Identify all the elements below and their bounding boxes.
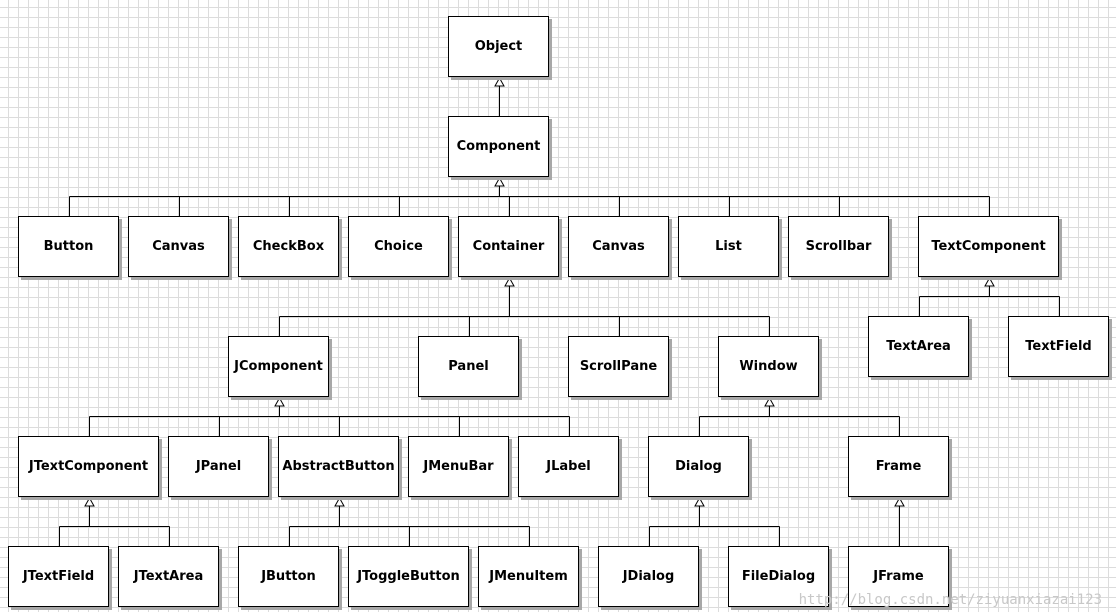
node-jlabel: JLabel [518,436,619,497]
node-label: TextField [1025,339,1092,354]
node-label: JMenuItem [489,569,568,584]
node-abstractbutton: AbstractButton [278,436,399,497]
node-frame: Frame [848,436,949,497]
node-list: List [678,216,779,277]
node-jtextfield: JTextField [8,546,109,607]
node-textarea: TextArea [868,316,969,377]
node-label: Object [474,39,523,54]
node-label: JTextArea [133,569,204,584]
node-textfield: TextField [1008,316,1109,377]
node-label: Window [739,359,798,374]
node-filedialog: FileDialog [728,546,829,607]
node-label: List [715,239,742,254]
node-label: JTextComponent [28,459,149,474]
node-label: Canvas [592,239,645,254]
node-jtextcomponent: JTextComponent [18,436,159,497]
node-label: JLabel [546,459,591,474]
node-label: TextArea [886,339,951,354]
node-label: JButton [261,569,316,584]
node-label: Panel [448,359,489,374]
node-dialog: Dialog [648,436,749,497]
node-label: JComponent [234,359,323,374]
node-label: JDialog [622,569,675,584]
node-label: Choice [374,239,423,254]
node-label: AbstractButton [282,459,395,474]
node-scrollbar: Scrollbar [788,216,889,277]
node-label: ScrollPane [579,359,658,374]
node-jmenuitem: JMenuItem [478,546,579,607]
node-jdialog: JDialog [598,546,699,607]
node-button: Button [18,216,119,277]
node-canvas: Canvas [128,216,229,277]
node-label: Component [456,139,541,154]
node-label: JMenuBar [423,459,494,474]
node-panel: Panel [418,336,519,397]
inheritance-arrowhead [504,276,515,287]
inheritance-arrowhead [274,396,285,407]
node-label: FileDialog [741,569,816,584]
node-label: JFrame [873,569,924,584]
node-label: JToggleButton [357,569,460,584]
node-checkbox: CheckBox [238,216,339,277]
node-window: Window [718,336,819,397]
node-label: CheckBox [252,239,325,254]
node-jpanel: JPanel [168,436,269,497]
inheritance-arrowhead [494,76,505,87]
node-jbutton: JButton [238,546,339,607]
node-choice: Choice [348,216,449,277]
inheritance-arrowhead [694,496,705,507]
node-label: Button [43,239,94,254]
inheritance-arrowhead [84,496,95,507]
node-container: Container [458,216,559,277]
node-label: JPanel [195,459,242,474]
node-label: Canvas [152,239,205,254]
node-component: Component [448,116,549,177]
node-label: Scrollbar [805,239,872,254]
node-label: Frame [875,459,922,474]
node-jtogglebutton: JToggleButton [348,546,469,607]
inheritance-arrowhead [334,496,345,507]
node-jcomponent: JComponent [228,336,329,397]
inheritance-arrowhead [894,496,905,507]
inheritance-arrowhead [764,396,775,407]
inheritance-arrowhead [494,176,505,187]
node-label: Container [472,239,545,254]
node-canvas: Canvas [568,216,669,277]
node-label: JTextField [22,569,95,584]
node-jframe: JFrame [848,546,949,607]
inheritance-arrowhead [984,276,995,287]
node-label: Dialog [675,459,722,474]
node-jtextarea: JTextArea [118,546,219,607]
node-jmenubar: JMenuBar [408,436,509,497]
node-textcomponent: TextComponent [918,216,1059,277]
node-scrollpane: ScrollPane [568,336,669,397]
node-object: Object [448,16,549,77]
node-label: TextComponent [931,239,1046,254]
watermark: http://blog.csdn.net/ziyuanxiazai123 [798,592,1102,608]
